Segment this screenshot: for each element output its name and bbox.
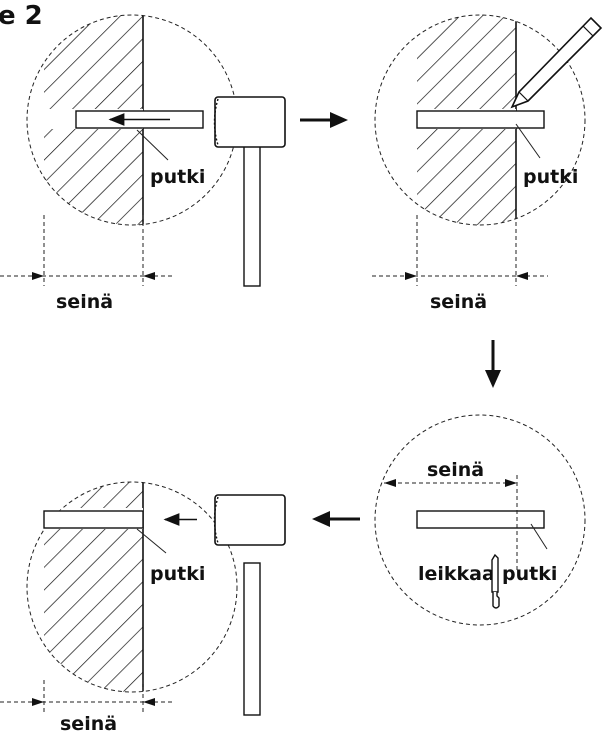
wall-section xyxy=(44,482,144,692)
wall-section xyxy=(44,15,144,225)
step-arrow-down xyxy=(485,340,501,388)
step-arrow-left xyxy=(312,511,360,527)
pipe-leader xyxy=(136,129,169,161)
pipe-label: putki xyxy=(150,166,205,188)
figure-title: e 2 xyxy=(0,1,43,31)
detail-circle xyxy=(374,414,586,626)
pipe xyxy=(416,110,545,129)
pipe-leader xyxy=(515,123,541,159)
panel-2-mark-pipe: putki seinä xyxy=(372,14,603,313)
hammer xyxy=(213,96,286,287)
knife xyxy=(491,553,500,609)
pipe-leader xyxy=(136,528,167,554)
wall-label: seinä xyxy=(56,291,113,313)
cut-label: leikkaa xyxy=(418,563,495,585)
wall-label: seinä xyxy=(60,713,117,735)
pipe-leader xyxy=(530,523,548,550)
panel-1-insert-pipe: putki seinä xyxy=(0,14,286,313)
hammer xyxy=(213,494,286,716)
wall-section xyxy=(417,15,517,225)
wall-dimension xyxy=(372,215,548,286)
wall-label: seinä xyxy=(430,291,487,313)
panel-4-insert-cut-pipe: putki seinä xyxy=(0,481,286,735)
pencil xyxy=(510,16,603,109)
wall-dimension xyxy=(0,215,174,286)
wall-dimension xyxy=(384,475,518,570)
pipe-label: putki xyxy=(523,166,578,188)
wall-label: seinä xyxy=(427,459,484,481)
pipe-label: putki xyxy=(150,563,205,585)
wall-dimension xyxy=(0,680,174,712)
panel-3-cut-pipe: seinä putki leikkaa xyxy=(374,414,586,626)
pipe-label: putki xyxy=(502,563,557,585)
step-arrow-right xyxy=(300,112,348,128)
pipe xyxy=(416,510,545,529)
pipe xyxy=(43,510,144,529)
